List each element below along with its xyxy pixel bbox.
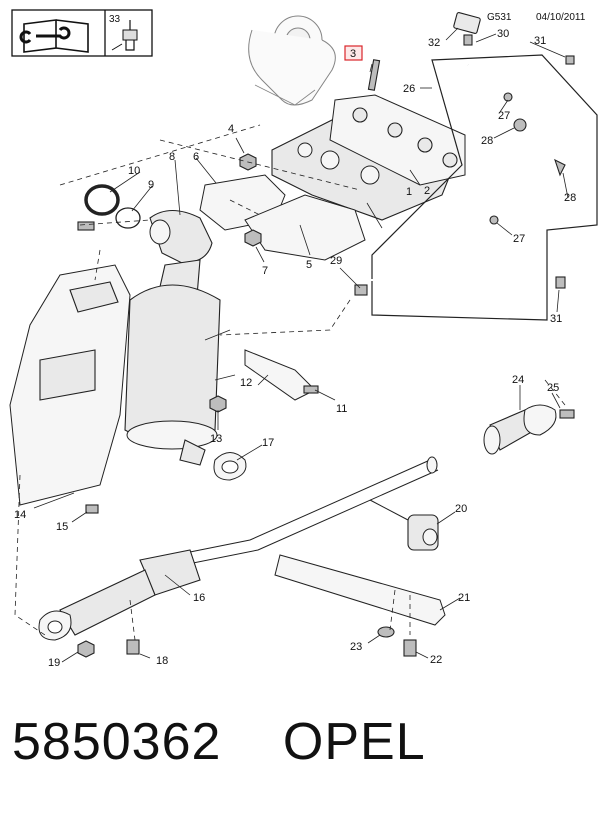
callout-28-upper: 28 — [481, 135, 493, 147]
clip-27a — [503, 92, 513, 102]
diagram-date: 04/10/2011 — [536, 12, 586, 23]
exhaust-front-pipe — [59, 456, 439, 636]
manifold-gasket — [329, 94, 466, 186]
bolt-11 — [303, 385, 319, 394]
callout-8: 8 — [169, 151, 175, 163]
callout-25: 25 — [547, 382, 559, 394]
leader-lines — [33, 27, 569, 663]
callout-2: 2 — [424, 185, 430, 197]
egr-tube — [358, 64, 545, 281]
callout-32: 32 — [428, 37, 440, 49]
callout-4: 4 — [228, 123, 234, 135]
clamp-28a — [513, 118, 527, 132]
v-band-clamp — [77, 184, 120, 231]
callout-29: 29 — [330, 255, 342, 267]
turbocharger — [248, 15, 336, 106]
washer-23 — [377, 626, 395, 638]
manual-with-wrench-icon — [19, 19, 89, 53]
clamp-28b — [554, 158, 566, 177]
callout-31-lower: 31 — [550, 313, 562, 325]
converter-heat-shield — [9, 264, 131, 506]
callout-10: 10 — [128, 165, 140, 177]
callout-1: 1 — [406, 186, 412, 198]
bolt-18 — [126, 639, 140, 655]
particulate-filter — [124, 259, 236, 466]
callout-26: 26 — [403, 83, 415, 95]
support-rail — [274, 554, 446, 626]
bolt-22 — [403, 639, 417, 657]
callout-labels: 1 3 2 4 5 6 7 8 9 10 11 12 13 14 15 16 1… — [14, 28, 576, 669]
legend-item-number: 33 — [109, 14, 121, 25]
callout-12: 12 — [240, 377, 252, 389]
legend-box: 33 — [11, 9, 153, 57]
callout-23: 23 — [350, 641, 362, 653]
callout-5: 5 — [306, 259, 312, 271]
callout-20: 20 — [455, 503, 467, 515]
callout-14: 14 — [14, 509, 26, 521]
clip-27b — [489, 215, 499, 225]
mounting-bracket — [244, 349, 316, 401]
callout-21: 21 — [458, 592, 470, 604]
egr-assembly-boundary — [371, 54, 598, 321]
manifold-stud — [367, 59, 381, 91]
rubber-mount — [369, 499, 439, 551]
front-flange — [38, 610, 72, 641]
assembly-lines — [14, 124, 566, 641]
callout-11: 11 — [336, 403, 347, 415]
flange-gasket — [213, 452, 247, 481]
callout-19: 19 — [48, 657, 60, 669]
callout-15: 15 — [56, 521, 68, 533]
lower-heat-shield — [244, 194, 366, 261]
figure-code: G531 — [487, 12, 512, 23]
callout-9: 9 — [148, 179, 154, 191]
exhaust-parts-diagram: 33 G531 04/10/2011 — [9, 9, 598, 669]
rear-pipe-flange — [483, 404, 557, 455]
bolt-31b — [555, 276, 566, 289]
callout-24: 24 — [512, 374, 524, 386]
callout-13: 13 — [210, 433, 222, 445]
bolt-25 — [559, 409, 575, 419]
callout-30: 30 — [497, 28, 509, 40]
callout-22: 22 — [430, 654, 442, 666]
nut-7 — [244, 229, 262, 247]
part-caption: 5850362 OPEL — [12, 712, 426, 792]
callout-7: 7 — [262, 265, 268, 277]
bolt-15 — [85, 504, 99, 514]
bolt-31a — [565, 55, 575, 65]
callout-17: 17 — [262, 437, 274, 449]
nut-19 — [77, 640, 95, 658]
oxygen-sensor-icon — [111, 20, 138, 51]
part-number: 5850362 — [12, 713, 222, 771]
callout-16: 16 — [193, 592, 205, 604]
highlighted-part-marker — [344, 45, 363, 61]
nut-13 — [209, 395, 227, 413]
callout-3: 3 — [350, 48, 356, 60]
callout-28-lower: 28 — [564, 192, 576, 204]
callout-27-upper: 27 — [498, 110, 510, 122]
callout-31-upper: 31 — [534, 35, 546, 47]
sealing-ring — [115, 207, 141, 229]
turbo-outlet-elbow — [149, 209, 213, 264]
hose-fitting-29 — [354, 284, 368, 296]
brand-name: OPEL — [282, 713, 426, 771]
callout-18: 18 — [156, 655, 168, 667]
differential-pressure-sensor — [453, 12, 481, 46]
callout-27-lower: 27 — [513, 233, 525, 245]
callout-6: 6 — [193, 151, 199, 163]
